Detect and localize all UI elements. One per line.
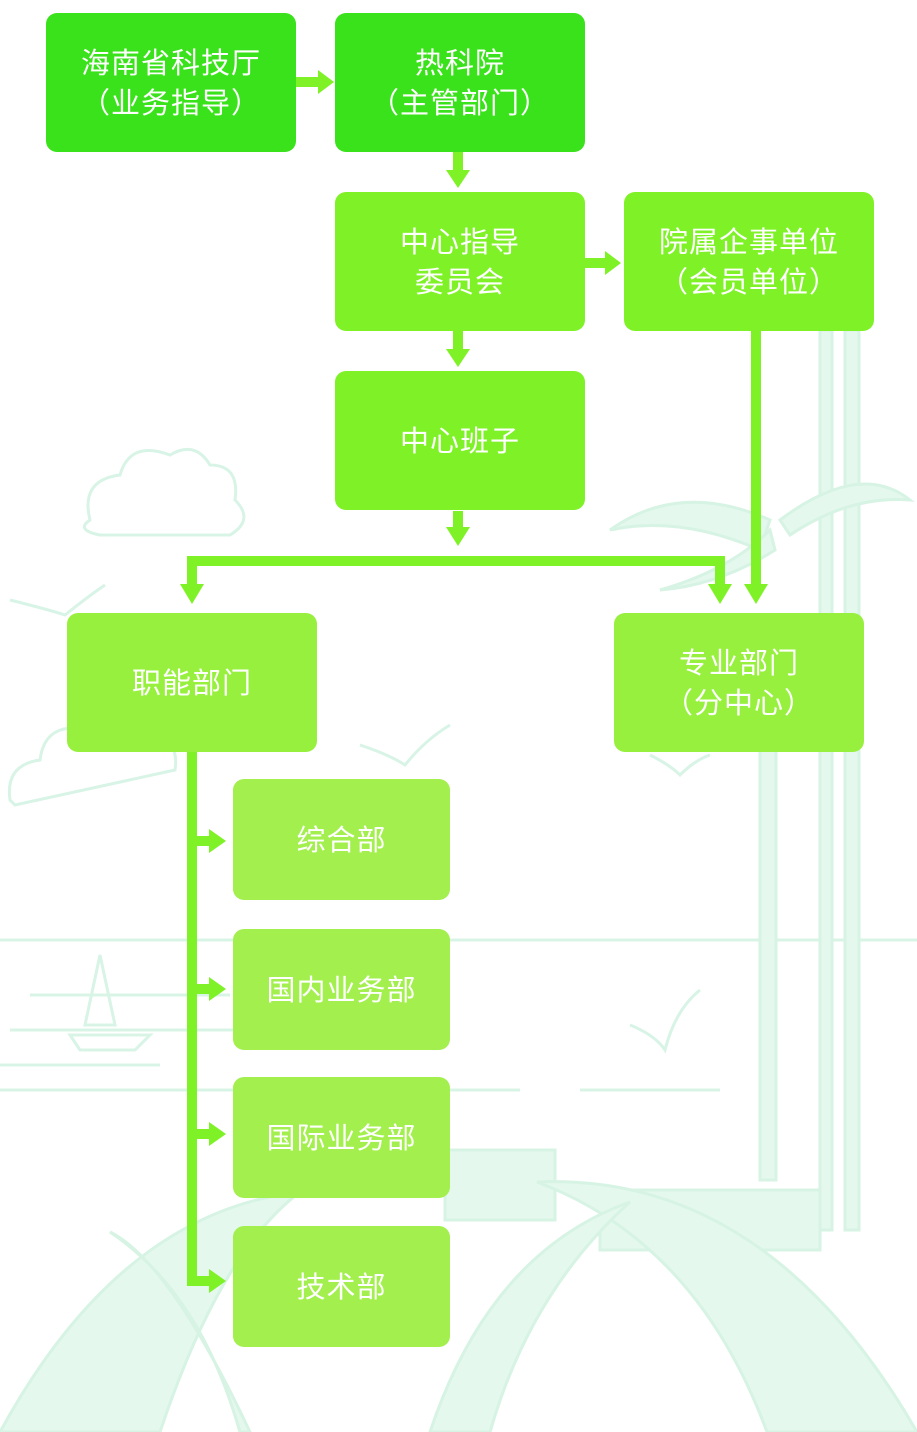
node-label: 专业部门 <box>678 645 799 680</box>
arrow-down-icon <box>180 584 204 604</box>
node-technical-dept: 技术部 <box>233 1226 450 1347</box>
connector-line <box>453 152 463 174</box>
connector-line <box>751 331 761 588</box>
connector-line <box>187 556 725 566</box>
connector-line <box>453 511 463 531</box>
connector-line <box>187 752 197 1284</box>
arrow-right-icon <box>209 1122 226 1146</box>
arrow-right-icon <box>209 1269 226 1293</box>
sailboat-icon <box>67 954 154 1052</box>
node-label: 院属企事单位 <box>658 224 839 259</box>
node-label: 综合部 <box>296 822 387 857</box>
bird-icon <box>359 723 451 768</box>
node-sublabel: 委员会 <box>414 264 505 299</box>
arrow-right-icon <box>605 251 621 275</box>
node-reke-institute: 热科院 （主管部门） <box>335 13 585 152</box>
node-label: 技术部 <box>296 1269 387 1304</box>
connector-line <box>453 331 463 353</box>
arrow-right-icon <box>209 829 226 853</box>
node-sublabel: （主管部门） <box>369 85 550 120</box>
arrow-right-icon <box>318 70 334 94</box>
node-steering-committee: 中心指导 委员会 <box>335 192 585 331</box>
bird-icon <box>9 583 106 617</box>
bird-icon <box>649 753 711 778</box>
node-domestic-dept: 国内业务部 <box>233 929 450 1050</box>
arrow-right-icon <box>209 977 226 1001</box>
node-international-dept: 国际业务部 <box>233 1077 450 1198</box>
arrow-down-icon <box>446 527 470 546</box>
node-label: 国际业务部 <box>266 1120 417 1155</box>
connector-line <box>296 77 320 87</box>
arrow-down-icon <box>708 584 732 604</box>
node-center-leadership: 中心班子 <box>335 371 585 510</box>
node-hainan-sti: 海南省科技厅 （业务指导） <box>46 13 296 152</box>
node-label: 热科院 <box>414 45 505 80</box>
node-sublabel: （业务指导） <box>80 85 261 120</box>
connector-line <box>585 258 607 268</box>
node-label: 中心班子 <box>399 423 520 458</box>
node-sublabel: （分中心） <box>663 685 814 720</box>
arrow-down-icon <box>446 170 470 188</box>
node-label: 职能部门 <box>131 665 252 700</box>
bird-icon <box>629 988 701 1054</box>
node-sublabel: （会员单位） <box>658 264 839 299</box>
node-label: 中心指导 <box>399 224 520 259</box>
node-label: 国内业务部 <box>266 972 417 1007</box>
connector-line <box>187 556 197 588</box>
node-professional-depts: 专业部门 （分中心） <box>614 613 864 752</box>
node-label: 海南省科技厅 <box>80 45 261 80</box>
node-affiliated-units: 院属企事单位 （会员单位） <box>624 192 874 331</box>
arrow-down-icon <box>744 584 768 604</box>
node-general-dept: 综合部 <box>233 779 450 900</box>
node-functional-depts: 职能部门 <box>67 613 317 752</box>
cloud-icon <box>82 447 246 537</box>
arrow-down-icon <box>446 349 470 367</box>
connector-line <box>715 556 725 588</box>
